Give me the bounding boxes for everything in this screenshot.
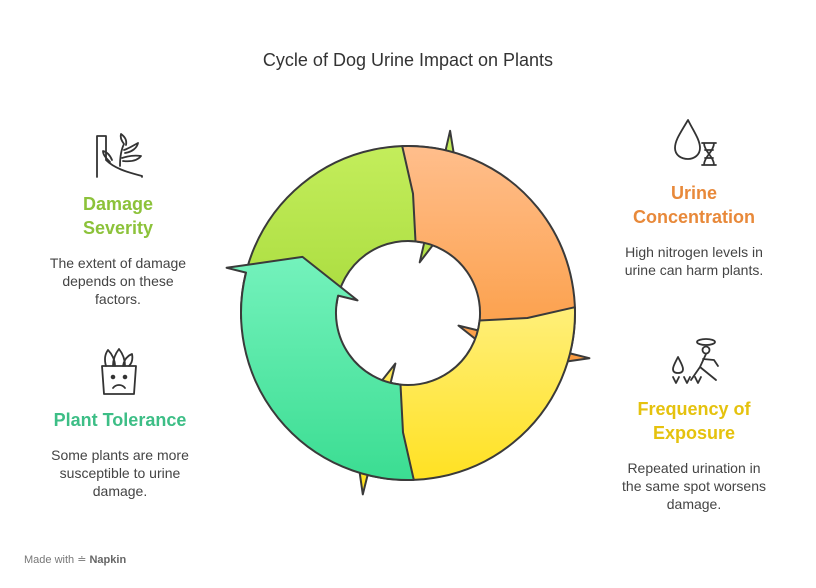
sad-plant-icon [101, 348, 137, 395]
frequency-of-exposure-heading: Frequency of Exposure [637, 399, 751, 443]
frequency-of-exposure-description: Repeated urination in the same spot wors… [622, 460, 766, 512]
damage-severity-description: The extent of damage depends on these fa… [49, 255, 187, 307]
stage-plant-tolerance: Plant Tolerance Some plants are more sus… [36, 408, 204, 500]
wilting-plant-icon [96, 133, 143, 178]
plant-tolerance-arrow [225, 255, 415, 481]
made-with-napkin: Made with ≐ Napkin [24, 553, 126, 566]
drop-dna-icon [674, 119, 717, 166]
plant-tolerance-description: Some plants are more susceptible to urin… [51, 447, 189, 499]
stage-urine-concentration: Urine Concentration High nitrogen levels… [616, 181, 772, 279]
plant-tolerance-heading: Plant Tolerance [53, 410, 187, 430]
made-with-label: Made with [24, 554, 75, 566]
urine-concentration-heading: Urine Concentration [632, 183, 755, 227]
napkin-brand: Napkin [89, 554, 127, 566]
urine-concentration-description: High nitrogen levels in urine can harm p… [624, 244, 764, 278]
person-watering-icon [672, 338, 719, 384]
napkin-logo-icon: ≐ [77, 554, 87, 566]
diagram-title: Cycle of Dog Urine Impact on Plants [262, 50, 554, 70]
stage-damage-severity: Damage Severity The extent of damage dep… [46, 192, 190, 308]
damage-severity-heading: Damage Severity [82, 194, 154, 238]
stage-frequency-of-exposure: Frequency of Exposure Repeated urination… [622, 397, 766, 513]
